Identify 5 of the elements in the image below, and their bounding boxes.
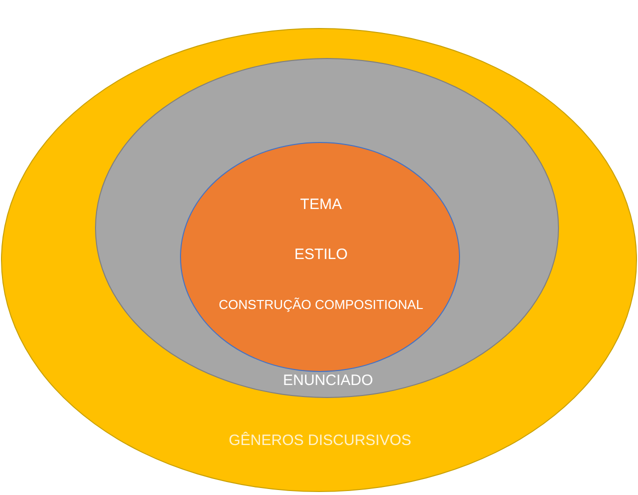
ring-label: CONSTRUÇÃO COMPOSITIONAL [218,296,424,314]
ring-label: ESTILO [294,246,348,264]
ring-label: GÊNEROS DISCURSIVOS [228,432,412,450]
ring-label: ENUNCIADO [283,372,373,390]
ring-label: TEMA [300,196,342,214]
